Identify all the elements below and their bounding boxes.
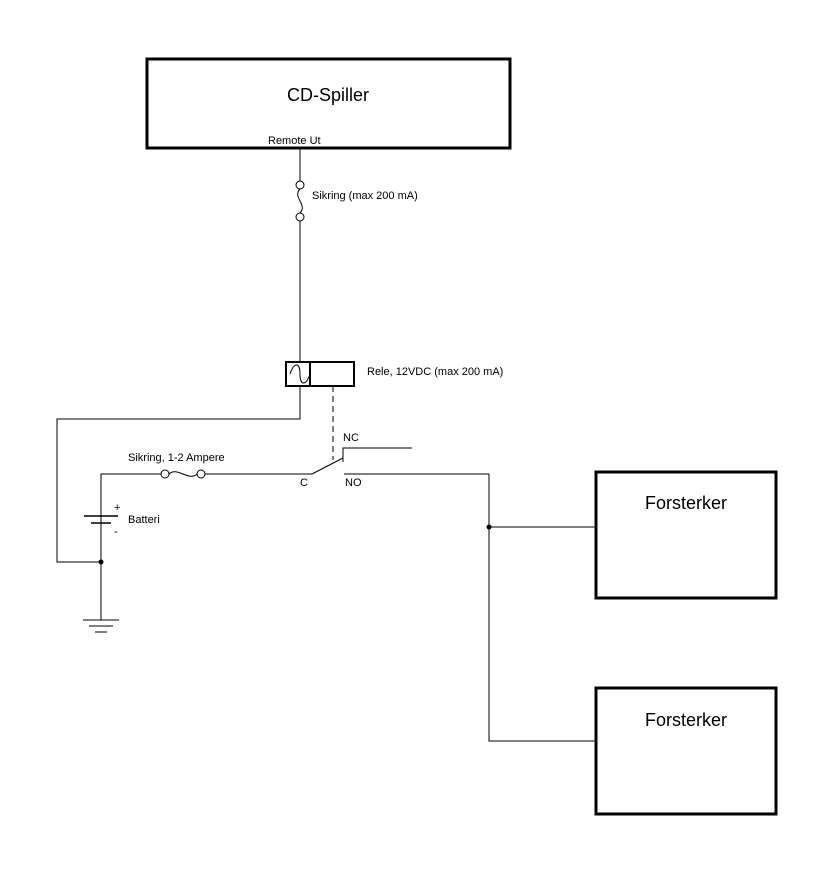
amplifier-box-1	[594, 470, 778, 600]
cd-player-box	[145, 57, 512, 150]
battery-fuse-symbol	[160, 469, 206, 479]
amplifier-box-2	[594, 686, 778, 816]
relay-switch	[311, 447, 489, 475]
amp2-feed-wire	[488, 474, 596, 742]
switch-nc-label: NC	[343, 432, 359, 444]
remote-out-label: Remote Ut	[268, 135, 321, 147]
fuse-top-symbol	[295, 180, 305, 222]
relay-label: Rele, 12VDC (max 200 mA)	[367, 366, 503, 378]
battery-label: Batteri	[128, 514, 160, 526]
fuse-battery-label: Sikring, 1-2 Ampere	[128, 452, 225, 464]
coil-return-wire	[56, 386, 301, 563]
switch-common-label: C	[300, 477, 308, 489]
ground-symbol	[83, 562, 119, 633]
switch-no-label: NO	[345, 477, 362, 489]
battery-plus-label: +	[114, 502, 120, 514]
amplifier-label-1: Forsterker	[645, 493, 727, 513]
battery-positive-wire	[100, 473, 161, 562]
battery-symbol	[84, 515, 118, 524]
relay-symbol	[285, 361, 355, 460]
battery-minus-label: -	[114, 526, 118, 538]
junction-dot-ground	[98, 559, 104, 565]
cd-player-title: CD-Spiller	[287, 85, 369, 105]
amplifier-label-2: Forsterker	[645, 710, 727, 730]
junction-dot-output	[486, 524, 492, 530]
fuse-top-label: Sikring (max 200 mA)	[312, 190, 418, 202]
